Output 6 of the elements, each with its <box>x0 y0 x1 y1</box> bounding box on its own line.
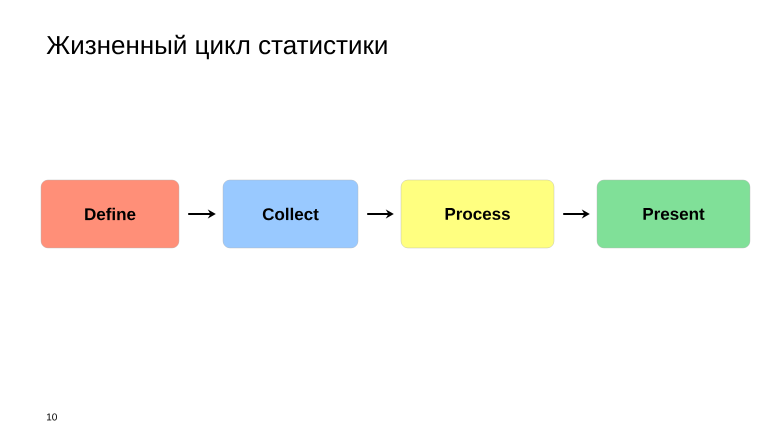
process-box: Present <box>596 180 750 248</box>
slide-title: Жизненный цикл статистики <box>46 34 387 60</box>
page-number: 10 <box>46 413 57 421</box>
process-box: Define <box>40 180 180 248</box>
process-box: Process <box>400 180 554 248</box>
process-box: Collect <box>222 180 358 248</box>
